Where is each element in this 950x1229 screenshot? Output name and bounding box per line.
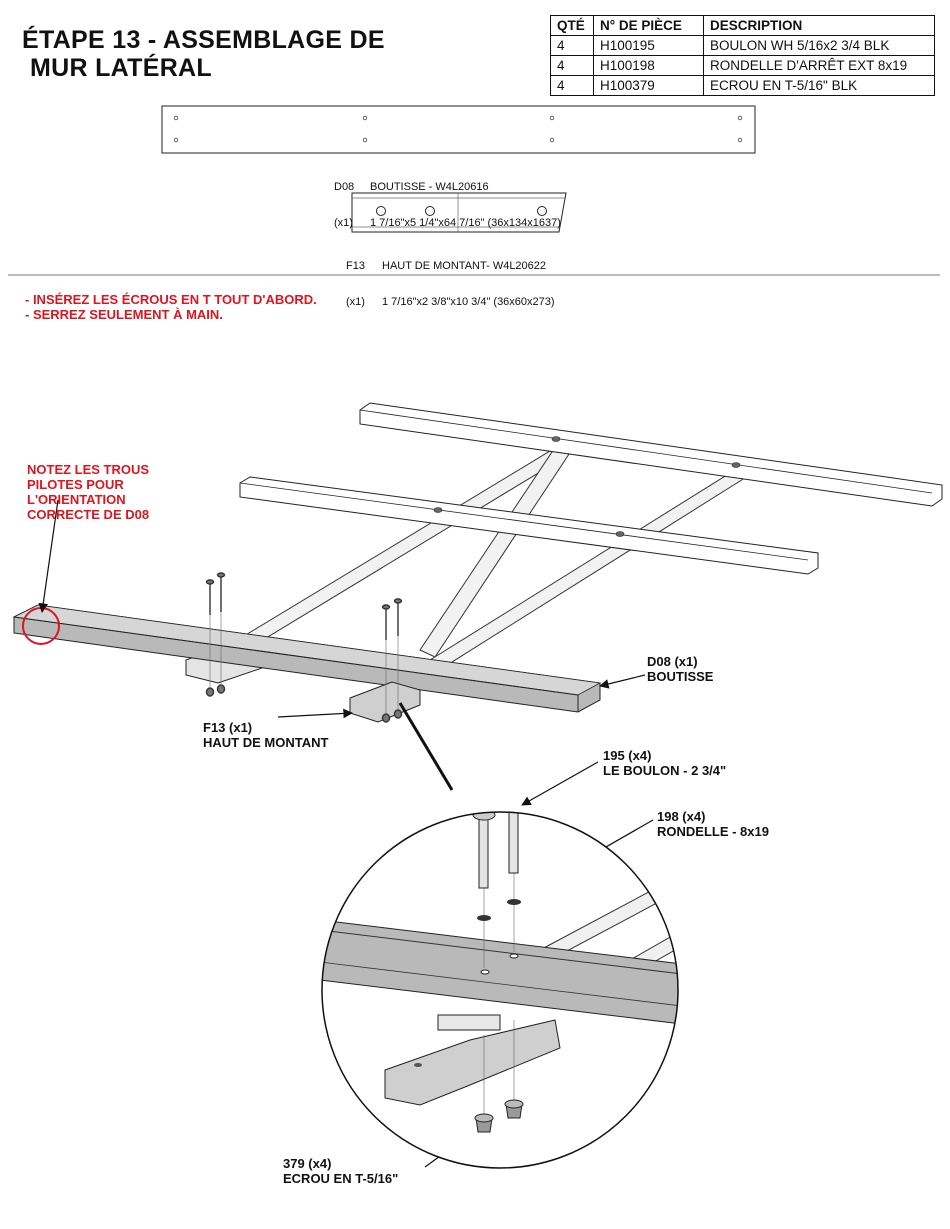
callout-nut: 379 (x4) ECROU EN T-5/16" <box>283 1156 398 1186</box>
table-row: 4 H100379 ECROU EN T-5/16" BLK <box>550 75 935 96</box>
instruction-notes: - INSÉREZ LES ÉCROUS EN T TOUT D'ABORD. … <box>25 292 317 322</box>
callout-d08-line1: D08 (x1) <box>647 654 698 669</box>
d08-board-preview <box>161 105 756 154</box>
note-line1: - INSÉREZ LES ÉCROUS EN T TOUT D'ABORD. <box>25 292 317 307</box>
callout-f13-line1: F13 (x1) <box>203 720 253 735</box>
step-title-line1: ÉTAPE 13 - ASSEMBLAGE DE <box>22 26 385 54</box>
callout-nut-line2: ECROU EN T-5/16" <box>283 1171 399 1186</box>
main-assembly <box>12 402 943 723</box>
d08-spec: D08 BOUTISSE - W4L20616 (x1) 1 7/16"x5 1/4… <box>334 157 561 241</box>
d08-code: D08 <box>334 181 355 193</box>
callout-f13-line2: HAUT DE MONTANT <box>203 735 329 750</box>
callout-washer-line1: 198 (x4) <box>657 809 706 824</box>
row-part-number: H100379 <box>593 75 704 96</box>
f13-post-top-preview <box>351 192 567 233</box>
pilot-note-line3: L'ORIENTATION <box>27 492 126 507</box>
callout-d08: D08 (x1) BOUTISSE <box>647 654 713 684</box>
step-title: ÉTAPE 13 - ASSEMBLAGE DE MUR LATÉRAL <box>22 26 385 82</box>
note-line2: - SERREZ SEULEMENT À MAIN. <box>25 307 223 322</box>
d08-qty: (x1) <box>334 217 353 229</box>
callout-washer-line2: RONDELLE - 8x19 <box>657 824 769 839</box>
f13-code: F13 <box>346 260 365 272</box>
d08-dims: 1 7/16"x5 1/4"x64 7/16" (36x134x1637) <box>370 217 561 229</box>
header-qty: QTÉ <box>550 15 594 36</box>
table-row: 4 H100198 RONDELLE D'ARRÊT EXT 8x19 <box>550 55 935 76</box>
row-part-number: H100198 <box>593 55 704 76</box>
parts-table-header: QTÉ N° DE PIÈCE DESCRIPTION <box>550 15 935 36</box>
callout-washer: 198 (x4) RONDELLE - 8x19 <box>657 809 769 839</box>
pilot-hole-note: NOTEZ LES TROUS PILOTES POUR L'ORIENTATI… <box>27 462 149 522</box>
row-description: RONDELLE D'ARRÊT EXT 8x19 <box>703 55 935 76</box>
callout-bolt-line2: LE BOULON - 2 3/4" <box>603 763 727 778</box>
f13-dims: 1 7/16"x2 3/8"x10 3/4" (36x60x273) <box>382 296 555 308</box>
d08-name: BOUTISSE - W4L20616 <box>370 181 489 193</box>
detail-view <box>321 811 679 1169</box>
callout-bolt-line1: 195 (x4) <box>603 748 652 763</box>
pilot-note-line1: NOTEZ LES TROUS <box>27 462 150 477</box>
pilot-note-line4: CORRECTE DE D08 <box>27 507 150 522</box>
f13-qty: (x1) <box>346 296 365 308</box>
row-description: ECROU EN T-5/16" BLK <box>703 75 935 96</box>
parts-table: QTÉ N° DE PIÈCE DESCRIPTION 4 H100195 BO… <box>550 15 935 96</box>
f13-name: HAUT DE MONTANT- W4L20622 <box>382 260 547 272</box>
callout-nut-line1: 379 (x4) <box>283 1156 332 1171</box>
callout-f13: F13 (x1) HAUT DE MONTANT <box>203 720 328 750</box>
pilot-note-line2: PILOTES POUR <box>27 477 124 492</box>
callout-d08-line2: BOUTISSE <box>647 669 714 684</box>
f13-spec: F13 HAUT DE MONTANT- W4L20622 (x1) 1 7/16"… <box>346 236 555 320</box>
step-title-line2: MUR LATÉRAL <box>30 54 212 82</box>
callout-bolt: 195 (x4) LE BOULON - 2 3/4" <box>603 748 726 778</box>
